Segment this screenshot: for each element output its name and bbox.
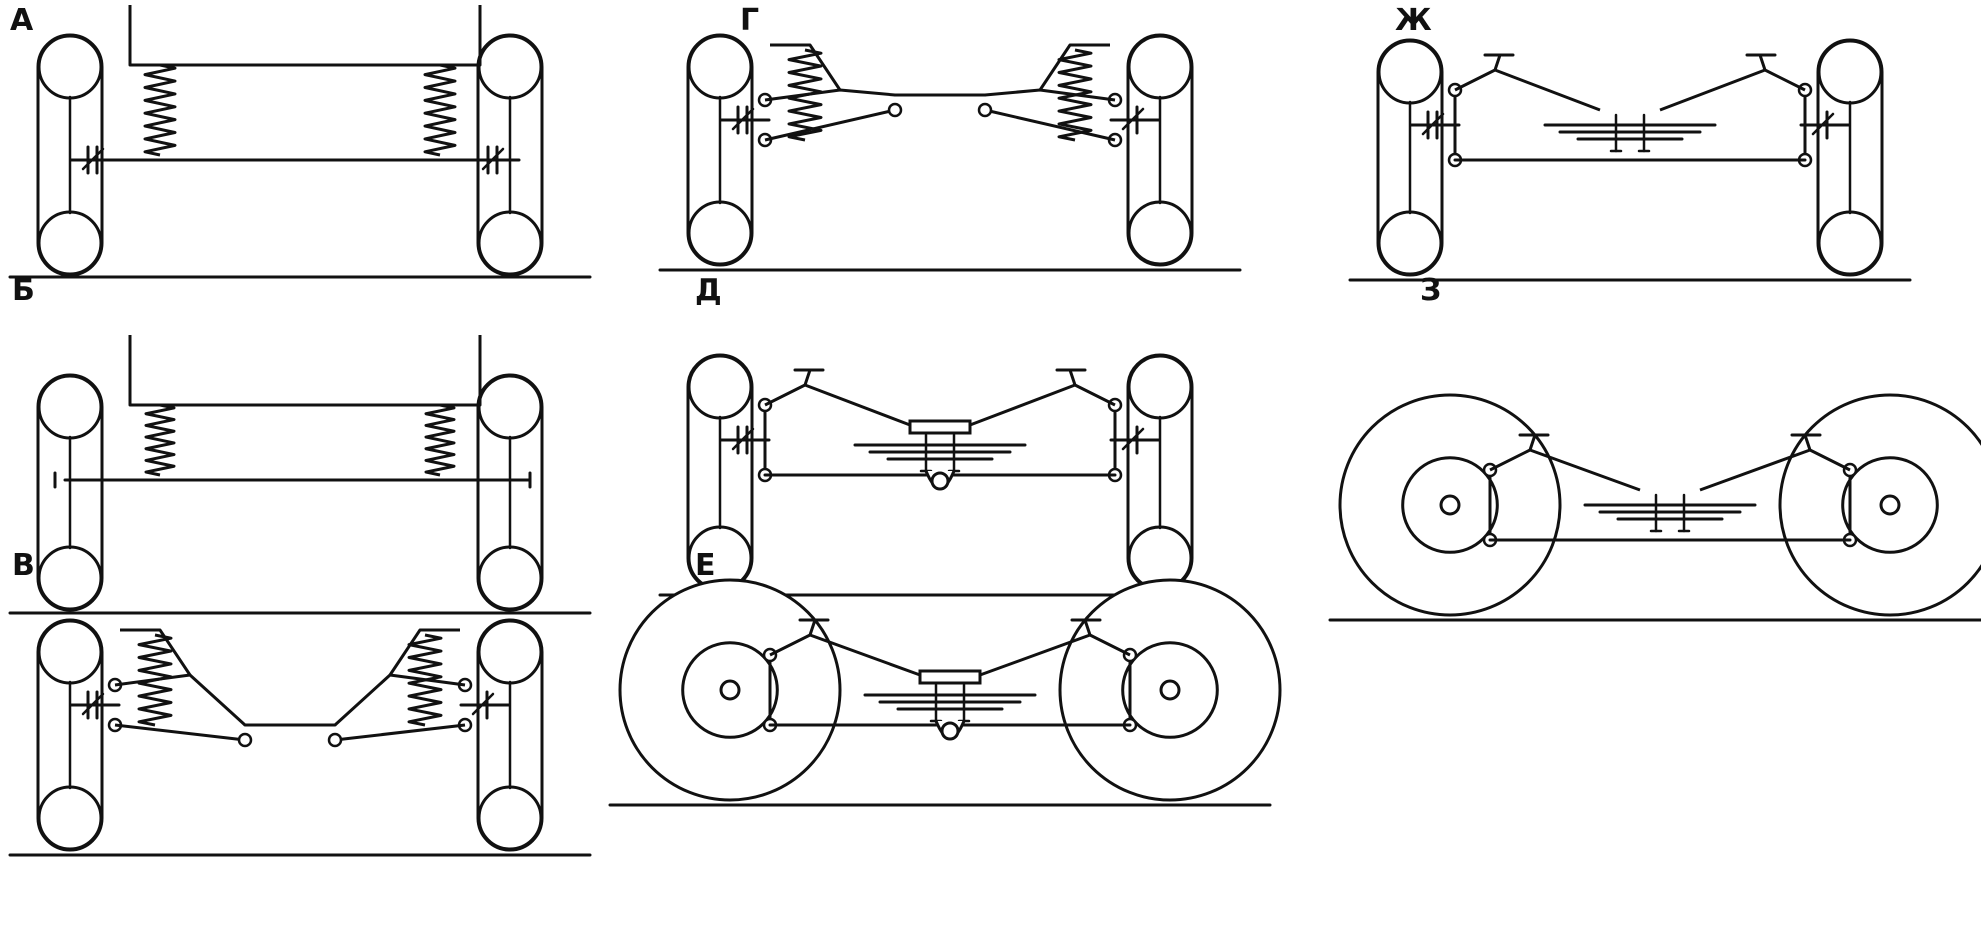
brake-plate: [1121, 427, 1145, 451]
lower-wishbone: [764, 108, 896, 142]
upper-arm: [1699, 448, 1811, 492]
upper-arm: [1494, 68, 1601, 112]
panel-label: В: [12, 548, 35, 583]
panel-label: Г: [740, 3, 759, 38]
panel-b: Б: [8, 273, 592, 615]
coil-spring: [424, 403, 456, 477]
panel-label: Д: [695, 273, 722, 308]
wheel-axle: [1159, 679, 1181, 701]
panel-d: Д: [658, 273, 1222, 597]
upper-wishbone: [333, 673, 466, 727]
pivot-joint: [237, 732, 253, 748]
pivot-joint: [977, 102, 993, 118]
upper-arm: [1529, 448, 1641, 492]
panel-label: Б: [12, 273, 35, 308]
vehicle-body: [128, 335, 482, 407]
wheel-hub: [1401, 456, 1499, 554]
differential-shaft: [930, 471, 950, 491]
spring-tower: [388, 628, 460, 676]
upper-arm: [1068, 369, 1116, 407]
panel-zh: Ж: [1348, 3, 1912, 282]
panel-a: А: [8, 3, 592, 279]
brake-plate: [481, 147, 505, 171]
lower-wishbone: [114, 723, 246, 742]
coil-spring: [423, 63, 457, 157]
brake-plate: [81, 147, 105, 171]
upper-arm: [804, 383, 911, 427]
upper-arm: [1659, 68, 1766, 112]
panel-g: Г: [658, 3, 1242, 272]
panel-e: Е: [608, 548, 1282, 807]
brake-plate: [1121, 107, 1145, 131]
spring-tower: [1038, 43, 1110, 91]
panel-z: З: [1328, 273, 1981, 622]
brake-plate: [731, 427, 755, 451]
wheel-axle: [719, 679, 741, 701]
brake-plate: [1421, 112, 1445, 136]
panel-v: В: [8, 548, 592, 857]
lower-wishbone: [334, 723, 466, 742]
panel-label: З: [1420, 273, 1441, 308]
spring-tower: [770, 43, 842, 91]
upper-wishbone: [984, 88, 1116, 102]
coil-spring: [144, 403, 176, 477]
upper-arm: [809, 633, 921, 677]
brake-plate: [81, 692, 105, 716]
upper-wishbone: [764, 88, 896, 102]
coil-spring: [143, 63, 177, 157]
wheel-axle: [1879, 494, 1901, 516]
upper-wishbone: [114, 673, 247, 727]
wheel-hub: [1841, 456, 1939, 554]
differential-shaft: [940, 721, 960, 741]
panel-label: Е: [695, 548, 716, 583]
panel-label: Ж: [1395, 3, 1432, 38]
upper-arm: [979, 633, 1091, 677]
vehicle-body: [128, 5, 482, 67]
lower-wishbone: [984, 108, 1116, 142]
differential-mount: [918, 669, 982, 685]
upper-arm: [1758, 54, 1806, 92]
wheel-hub: [1121, 641, 1219, 739]
pivot-joint: [887, 102, 903, 118]
brake-plate: [731, 107, 755, 131]
spring-tower: [120, 628, 192, 676]
differential-mount: [908, 419, 972, 435]
upper-arm: [1454, 54, 1502, 92]
wheel-hub: [681, 641, 779, 739]
upper-arm: [764, 369, 812, 407]
pivot-joint: [327, 732, 343, 748]
wheel-axle: [1439, 494, 1461, 516]
panel-label: А: [10, 3, 34, 38]
brake-plate: [1811, 112, 1835, 136]
upper-arm: [969, 383, 1076, 427]
brake-plate: [471, 692, 495, 716]
